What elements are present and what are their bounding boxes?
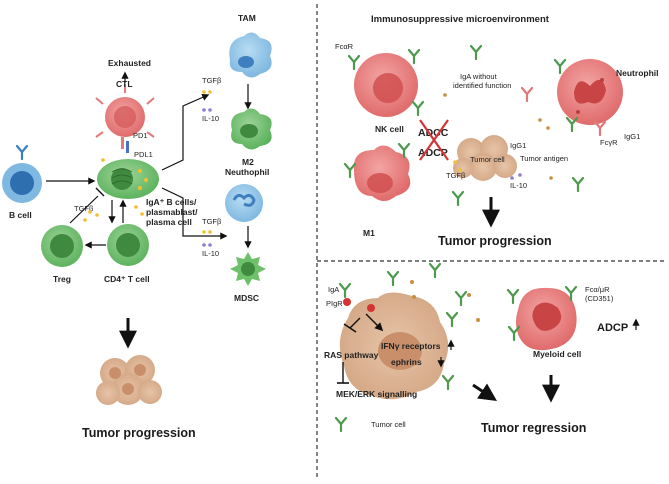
- tumor-mass-left: [96, 355, 162, 405]
- plasmablast-label: plasmablast/: [146, 207, 198, 217]
- blocked-cross-icon: [419, 119, 449, 161]
- top-right-title: Immunosuppressive microenvironment: [371, 14, 550, 25]
- igg-free-antibody: [520, 86, 534, 103]
- neutrophil-label-right: Neutrophil: [616, 68, 659, 78]
- igg1-label-a: IgG1: [510, 141, 526, 150]
- tumor-cell-label-bottom: Tumor cell: [371, 420, 406, 429]
- ctl-cell: [95, 84, 155, 138]
- left-outcome-label: Tumor progression: [82, 426, 196, 440]
- fcyr-label: FcγR: [600, 138, 618, 147]
- tam-cell: [229, 32, 272, 78]
- arrow-to-neutrophil: [161, 187, 228, 240]
- myeloid-cell: [506, 285, 578, 351]
- plasma-cell-label: plasma cell: [146, 217, 192, 227]
- b-cell-label: B cell: [9, 210, 32, 220]
- treg-label: Treg: [53, 274, 71, 284]
- pigr-label: PIgR: [326, 299, 343, 308]
- free-antibody-top-1: [451, 190, 465, 207]
- il10-label-top: IL-10: [510, 181, 527, 190]
- free-antibody-top-2: [571, 176, 585, 193]
- tumor-cell-label-top: Tumor cell: [470, 155, 505, 164]
- ctl-label: CTL: [116, 79, 133, 89]
- m2-cell: [231, 108, 272, 150]
- mdsc-cell: [230, 252, 266, 286]
- inhibit-bar-ras: [343, 323, 357, 333]
- pd1-label: PD1: [133, 131, 148, 140]
- treg-cell: [41, 225, 83, 267]
- neutrophil-cell-left: [225, 184, 263, 222]
- ephrins-label: ephrins: [391, 357, 422, 367]
- pigr-receptor-icon-2: [367, 304, 375, 312]
- cd4-t-cell: [107, 224, 149, 266]
- bottom-right-outcome-label: Tumor regression: [481, 421, 586, 435]
- inhibit-pigr-to-ras: [349, 317, 361, 329]
- myeloid-cell-label: Myeloid cell: [533, 349, 581, 359]
- cytokine-dots-left: [83, 158, 144, 222]
- iga-plasma-cell: [97, 159, 159, 199]
- tumor-cell-bottom: [339, 292, 449, 400]
- pdl1-label: PDL1: [134, 150, 153, 159]
- m1-cell: [343, 142, 411, 201]
- tumor-cell-top: [453, 135, 517, 181]
- iga-label-bottom: IgA: [328, 285, 339, 294]
- iga-note-1: IgA without: [460, 72, 498, 81]
- iga-note-2: identified function: [453, 81, 511, 90]
- cd4-t-cell-label: CD4⁺ T cell: [104, 274, 150, 284]
- cytokine-dots-tam: [202, 90, 212, 112]
- arrow-pigr-to-ifny: [365, 313, 384, 332]
- iga-free-antibody: [469, 44, 483, 61]
- exhausted-label: Exhausted: [108, 58, 151, 68]
- tgfb-label-top: TGFβ: [446, 171, 466, 180]
- m1-label: M1: [363, 228, 375, 238]
- pigr-receptor-icon: [343, 298, 351, 306]
- arrow-to-tam: [161, 94, 210, 171]
- igg1-label-b: IgG1: [624, 132, 640, 141]
- arrow-tumor-to-regression: [472, 383, 497, 401]
- neutrophil-cell-right: [553, 58, 623, 137]
- tgfb-neu-label: TGFβ: [202, 217, 222, 226]
- fcar-label: FcαR: [335, 42, 354, 51]
- m2-label: M2: [242, 157, 254, 167]
- free-antibodies-bottom: [334, 262, 480, 433]
- pdl1-ligand: [126, 141, 129, 153]
- tgfb-label-left: TGFβ: [74, 204, 94, 213]
- tgfb-tam-label: TGFβ: [202, 76, 222, 85]
- iga-b-cells-label: IgA⁺ B cells/: [146, 197, 197, 207]
- nk-cell: [347, 48, 425, 117]
- il10-tam-label: IL-10: [202, 114, 219, 123]
- tumor-antigen-label: Tumor antigen: [520, 154, 568, 163]
- cytokine-dots-top: [443, 93, 553, 180]
- ras-pathway-label: RAS pathway: [324, 350, 379, 360]
- iga-on-pigr-icon: [338, 282, 352, 299]
- mdsc-label: MDSC: [234, 293, 259, 303]
- nk-cell-label: NK cell: [375, 124, 404, 134]
- top-right-outcome-label: Tumor progression: [438, 234, 552, 248]
- fcau-label-2: (CD351): [585, 294, 614, 303]
- inhibit-treg-to-plasma: [69, 195, 99, 224]
- pd1-receptor: [121, 137, 124, 149]
- adcp-label-bottom: ADCP: [597, 322, 628, 334]
- il10-neu-label: IL-10: [202, 249, 219, 258]
- ifny-receptors-label: IFNγ receptors: [381, 341, 441, 351]
- cytokine-dots-neu: [202, 230, 212, 247]
- mek-erk-label: MEK/ERK signalling: [336, 389, 417, 399]
- tam-label: TAM: [238, 13, 256, 23]
- neutrophil-label-left: Neuthophil: [225, 167, 269, 177]
- inhibit-bar-plasma: [95, 187, 105, 197]
- b-cell: [2, 144, 42, 203]
- fcau-label-1: Fcα/μR: [585, 285, 610, 294]
